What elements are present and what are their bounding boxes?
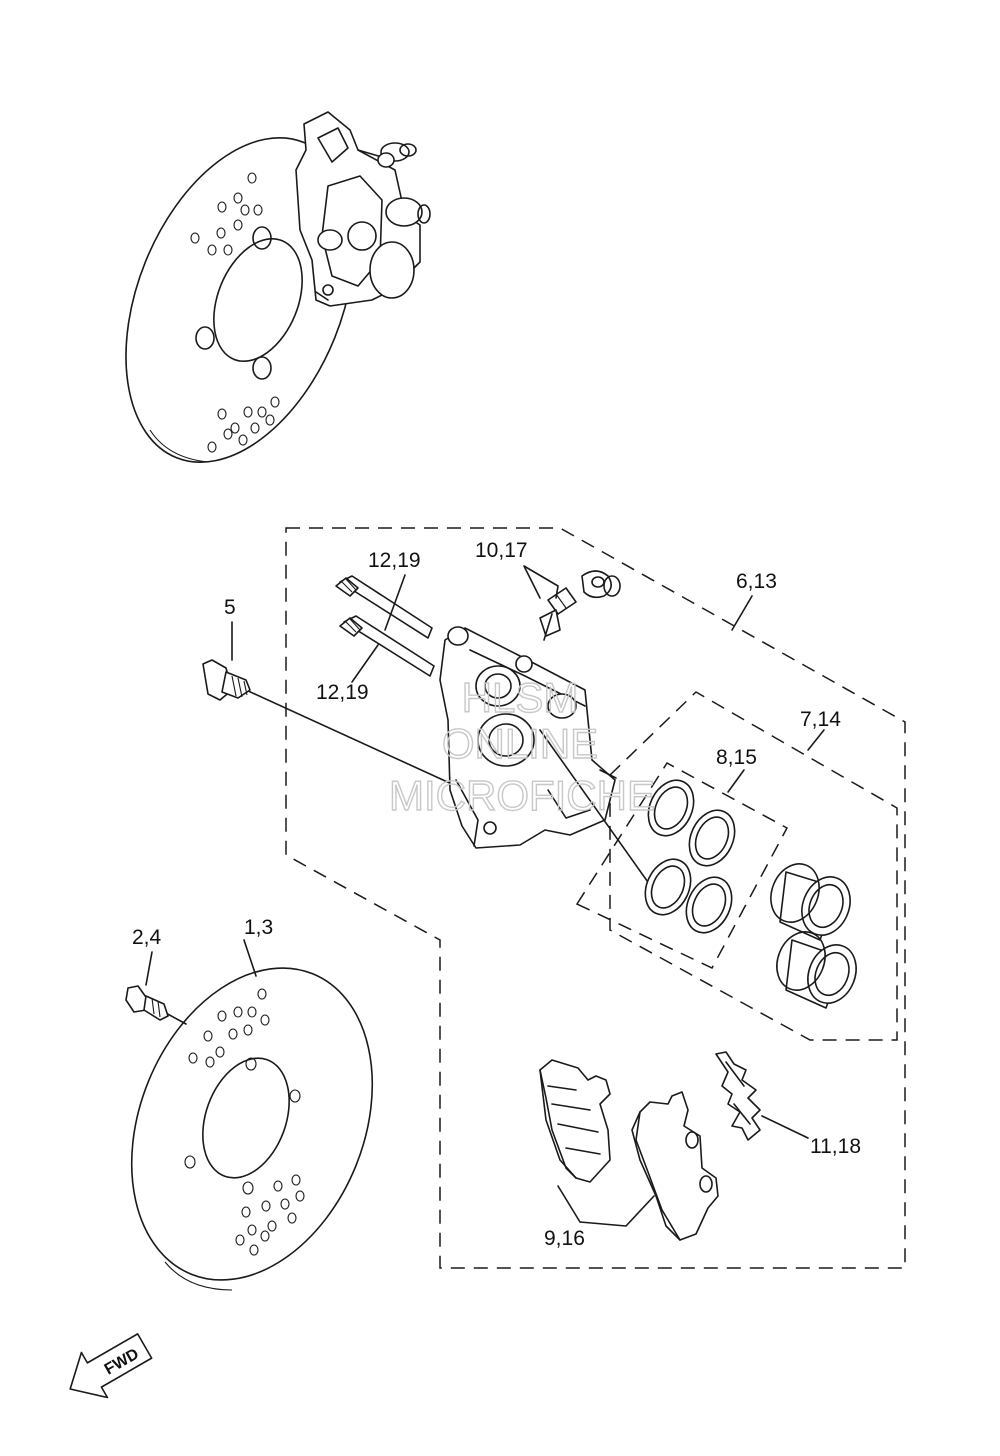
bleed-screw <box>539 570 621 641</box>
boundary-piston-kit <box>609 691 898 1041</box>
brake-pad-front <box>539 1059 611 1183</box>
pad-spring <box>715 1051 761 1141</box>
caliper-bolt <box>202 659 466 791</box>
label-1-3: 1,3 <box>244 916 273 939</box>
leader-lines <box>145 565 825 1227</box>
pistons <box>770 863 857 1009</box>
brake-disc <box>130 967 374 1291</box>
watermark: HLSM ONLINE MICROFICHE <box>388 673 655 819</box>
boundary-seal-kit <box>575 762 789 969</box>
label-9-16: 9,16 <box>544 1227 585 1250</box>
label-8-15: 8,15 <box>716 746 757 769</box>
watermark-line-3: MICROFICHE <box>389 772 655 819</box>
disc-bolt <box>125 985 187 1025</box>
brake-pad-rear <box>631 1091 719 1241</box>
label-5: 5 <box>224 596 236 619</box>
seal-kit <box>644 779 736 934</box>
label-12-19-top: 12,19 <box>368 549 421 572</box>
piston-bore-leader <box>539 729 651 886</box>
label-10-17: 10,17 <box>475 539 528 562</box>
label-2-4: 2,4 <box>132 926 162 949</box>
caliper-body <box>439 626 617 849</box>
label-7-14: 7,14 <box>800 708 841 731</box>
label-11-18: 11,18 <box>810 1135 861 1158</box>
overview-caliper <box>295 111 431 307</box>
label-12-19-bottom: 12,19 <box>316 681 369 704</box>
caliper-pin-top <box>335 575 433 639</box>
watermark-line-1: HLSM <box>462 674 579 721</box>
forward-direction-arrow: FWD <box>69 1333 153 1399</box>
overview-disc-assembly <box>125 137 355 463</box>
caliper-pin-bottom <box>339 615 435 677</box>
label-6-13: 6,13 <box>736 570 777 593</box>
watermark-line-2: ONLINE <box>442 720 598 767</box>
